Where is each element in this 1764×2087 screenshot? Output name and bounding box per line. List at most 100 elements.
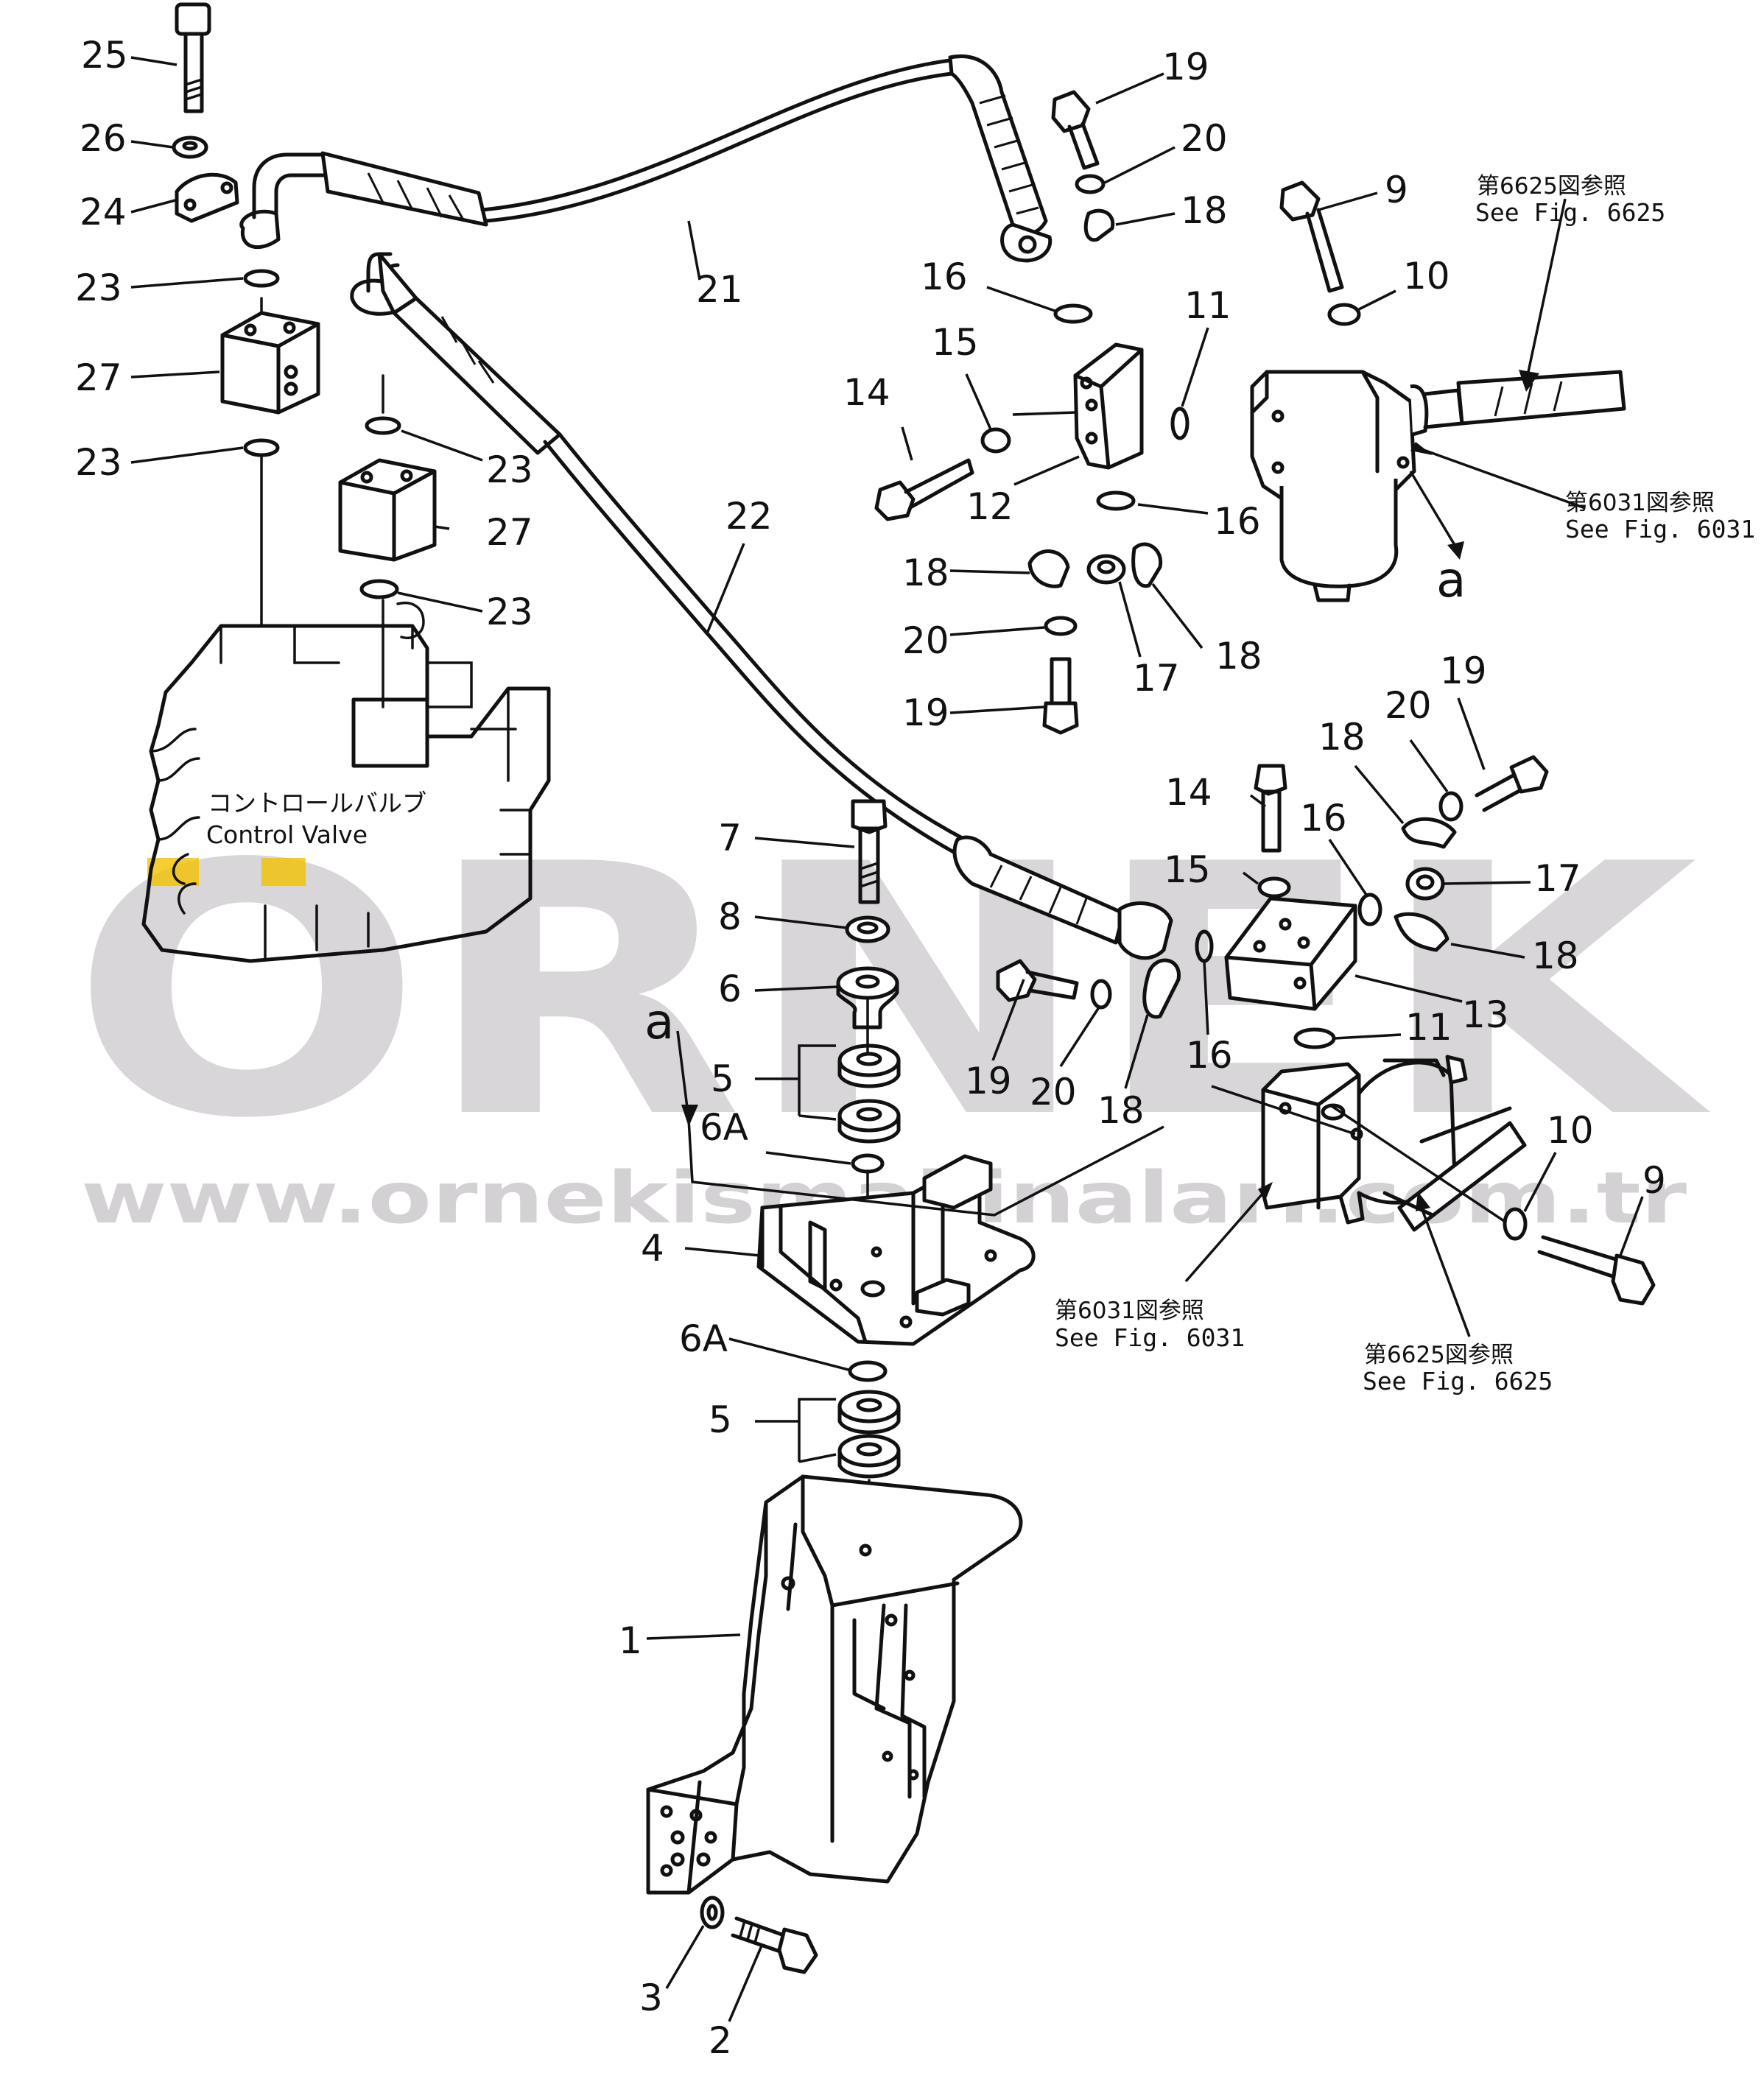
label-20-d: 20 xyxy=(1030,1071,1077,1113)
cushion-5-a-lower xyxy=(837,1099,901,1144)
o-ring-16-b-icon xyxy=(1096,490,1136,511)
washer-20-b-icon xyxy=(1044,616,1078,636)
bolt-19-c xyxy=(1475,755,1549,812)
label-10-b: 10 xyxy=(1547,1109,1594,1152)
figure-notes: 第6625図参照 See Fig. 6625 第6031図参照 See Fig.… xyxy=(1055,173,1755,1396)
bolt-2 xyxy=(731,1916,818,1974)
note-fig6031-top-en: See Fig. 6031 xyxy=(1565,515,1755,543)
reference-letter-a-left: a xyxy=(644,993,674,1050)
label-23-a: 23 xyxy=(75,267,122,309)
label-11-b: 11 xyxy=(1405,1006,1452,1049)
label-15-a: 15 xyxy=(932,321,979,364)
label-18-a: 18 xyxy=(1181,189,1228,232)
flange-18-c xyxy=(1131,542,1163,588)
washer-10-a-icon xyxy=(1327,303,1361,326)
label-16-c: 16 xyxy=(1300,797,1347,840)
flange-18-f xyxy=(1142,958,1181,1019)
bolt-14-b xyxy=(1254,764,1287,853)
label-2: 2 xyxy=(709,2019,732,2062)
label-9-a: 9 xyxy=(1385,169,1408,211)
cushion-5-a-upper xyxy=(837,1044,901,1088)
note-fig6625-top-jp: 第6625図参照 xyxy=(1477,173,1626,200)
o-ring-23-d-icon xyxy=(359,579,399,599)
label-18-c: 18 xyxy=(1215,635,1262,678)
label-22: 22 xyxy=(725,495,773,538)
label-19-d: 19 xyxy=(965,1060,1012,1102)
hose-22 xyxy=(350,252,1173,960)
label-8: 8 xyxy=(718,895,742,938)
note-fig6031-bottom-en: See Fig. 6031 xyxy=(1055,1323,1245,1352)
label-11-a: 11 xyxy=(1184,284,1231,327)
label-3: 3 xyxy=(639,1977,663,2019)
bolt-9-a xyxy=(1279,180,1344,293)
control-valve: コントロールバルブ Control Valve xyxy=(141,602,551,963)
o-ring-16-c-icon xyxy=(1357,893,1382,926)
washer-20-d-icon xyxy=(1090,979,1112,1010)
note-fig6625-bottom-en: See Fig. 6625 xyxy=(1363,1367,1553,1396)
label-26: 26 xyxy=(80,117,127,160)
note-fig6031-top-jp: 第6031図参照 xyxy=(1565,490,1715,516)
label-1: 1 xyxy=(619,1619,642,1662)
label-16-d: 16 xyxy=(1186,1034,1233,1077)
bracket-4 xyxy=(756,1154,1036,1346)
label-21: 21 xyxy=(696,268,743,311)
bolt-19-b xyxy=(1042,657,1079,735)
label-6A-b: 6A xyxy=(679,1317,728,1360)
bolt-19-d xyxy=(996,959,1079,1002)
leader-lines xyxy=(130,56,1644,2022)
block-27-lower xyxy=(338,458,437,562)
note-fig6031-bottom-jp: 第6031図参照 xyxy=(1055,1298,1204,1324)
label-16-b: 16 xyxy=(1214,500,1261,543)
spacer-17-b xyxy=(1405,867,1445,901)
label-5-b: 5 xyxy=(709,1398,732,1441)
label-19-b: 19 xyxy=(902,691,949,734)
label-5-a: 5 xyxy=(711,1057,734,1100)
bolt-7 xyxy=(851,799,888,904)
watermark-logo-mark xyxy=(147,858,306,886)
label-23-b: 23 xyxy=(75,441,122,484)
label-17-b: 17 xyxy=(1534,857,1581,900)
label-23-c: 23 xyxy=(486,448,533,491)
hose-21 xyxy=(239,54,1053,263)
label-25: 25 xyxy=(81,34,128,77)
label-18-d: 18 xyxy=(1318,716,1366,759)
o-ring-6A-b-icon xyxy=(848,1360,888,1382)
block-27-upper xyxy=(220,311,320,415)
bolt-25 xyxy=(175,2,211,113)
label-27-a: 27 xyxy=(75,356,122,399)
washer-20-c-icon xyxy=(1438,791,1463,822)
steering-unit-upper xyxy=(1250,370,1626,602)
part-labels: 25 26 24 23 27 23 23 27 23 21 22 19 20 1… xyxy=(75,34,1666,2062)
label-12: 12 xyxy=(966,485,1013,528)
reference-arrows xyxy=(676,198,1586,1337)
label-18-e: 18 xyxy=(1532,935,1579,977)
label-9-b: 9 xyxy=(1642,1159,1666,1202)
label-16-a: 16 xyxy=(921,256,968,298)
washer-3 xyxy=(700,1896,725,1929)
label-13: 13 xyxy=(1462,993,1509,1036)
o-ring-11-b-icon xyxy=(1293,1027,1336,1049)
flange-18-e xyxy=(1394,912,1449,952)
label-6A-a: 6A xyxy=(700,1106,748,1149)
o-ring-23-c-icon xyxy=(365,416,401,435)
label-19-c: 19 xyxy=(1440,650,1487,692)
note-fig6625-bottom-jp: 第6625図参照 xyxy=(1364,1342,1514,1368)
washer-15-b-icon xyxy=(1257,876,1291,898)
washer-8 xyxy=(845,915,890,943)
main-bracket-1 xyxy=(646,1474,1023,1895)
o-ring-23-b-icon xyxy=(243,438,280,457)
label-7: 7 xyxy=(718,817,742,859)
label-20-a: 20 xyxy=(1181,117,1228,160)
label-14-a: 14 xyxy=(843,371,890,414)
o-ring-16-a-icon xyxy=(1053,303,1093,324)
control-valve-label-jp: コントロールバルブ xyxy=(208,789,426,817)
washer-10-b-icon xyxy=(1503,1207,1528,1241)
split-flange-24 xyxy=(175,172,239,223)
bolt-19-a xyxy=(1051,90,1100,170)
flange-18-b xyxy=(1027,549,1070,588)
label-27-b: 27 xyxy=(486,511,533,554)
label-20-c: 20 xyxy=(1385,684,1432,727)
label-24: 24 xyxy=(80,191,127,233)
control-valve-label-en: Control Valve xyxy=(206,820,368,849)
